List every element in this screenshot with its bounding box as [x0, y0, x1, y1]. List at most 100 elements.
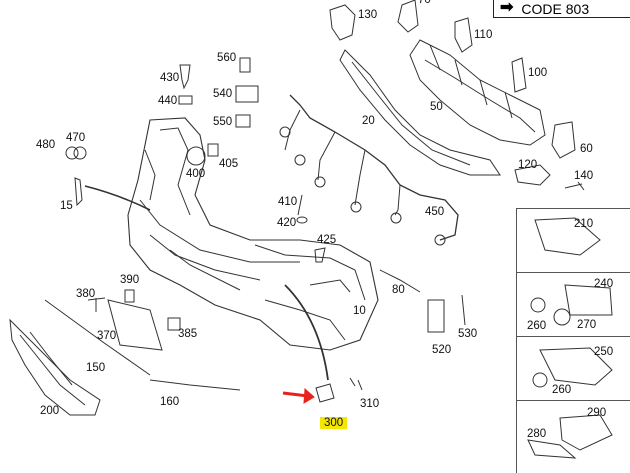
label-140[interactable]: 140: [574, 170, 594, 182]
part-385-clip: [167, 317, 181, 331]
label-530[interactable]: 530: [458, 328, 478, 340]
part-380-screw: [87, 297, 106, 312]
label-210[interactable]: 210: [574, 218, 594, 230]
part-80-trim: [379, 269, 421, 293]
label-440[interactable]: 440: [158, 95, 178, 107]
leader-line-300: [284, 284, 329, 381]
label-240[interactable]: 240: [594, 278, 614, 290]
leader-line-15: [84, 185, 151, 211]
bumper-bracket: [339, 49, 501, 176]
part-560-clip: [239, 57, 251, 73]
code-legend: ➡ CODE 803: [493, 0, 630, 18]
label-100[interactable]: 100: [528, 67, 548, 79]
part-260-fog-lamp-a: [530, 297, 546, 313]
part-110-clip: [454, 17, 473, 53]
label-270[interactable]: 270: [577, 319, 597, 331]
label-290[interactable]: 290: [587, 407, 607, 419]
sensor-connector-3: [314, 176, 326, 188]
label-425[interactable]: 425: [317, 234, 337, 246]
sensor-connector-2: [294, 154, 306, 166]
part-400-sensor: [186, 146, 206, 166]
sensor-connector-4: [350, 201, 362, 213]
part-60-bracket: [551, 121, 576, 159]
code-text: CODE 803: [521, 1, 590, 17]
label-410[interactable]: 410: [278, 196, 298, 208]
red-arrow-shaft: [282, 391, 309, 398]
label-420[interactable]: 420: [277, 217, 297, 229]
part-310-clip: [349, 377, 363, 391]
part-550-holder: [235, 114, 251, 128]
part-300-tow-cover: [315, 383, 335, 403]
part-200-grille: [9, 318, 101, 416]
part-290-grille: [559, 414, 613, 451]
part-410-screw: [297, 194, 303, 216]
arrow-icon: ➡: [500, 0, 514, 16]
label-150[interactable]: 150: [86, 362, 106, 374]
label-130[interactable]: 130: [358, 9, 378, 21]
label-280[interactable]: 280: [527, 428, 547, 440]
label-540[interactable]: 540: [213, 88, 233, 100]
part-405-clip: [207, 143, 219, 157]
part-540-sensor: [235, 85, 259, 103]
label-380[interactable]: 380: [76, 288, 96, 300]
grille-mesh: [19, 331, 86, 406]
part-440-nut: [178, 95, 193, 105]
label-260-a[interactable]: 260: [527, 320, 547, 332]
label-250[interactable]: 250: [594, 346, 614, 358]
label-430[interactable]: 430: [160, 72, 180, 84]
label-10[interactable]: 10: [353, 305, 366, 317]
part-425-clip: [314, 247, 326, 263]
label-400[interactable]: 400: [186, 168, 206, 180]
part-520-radar: [427, 299, 445, 333]
panel-fog-variant-3: [516, 336, 630, 401]
part-470-ring: [73, 146, 87, 160]
panel-fog-variant-2: [516, 272, 630, 337]
label-120[interactable]: 120: [518, 159, 538, 171]
label-70[interactable]: 70: [418, 0, 431, 6]
label-200[interactable]: 200: [40, 405, 60, 417]
part-150-strip: [44, 299, 151, 376]
label-20[interactable]: 20: [362, 115, 375, 127]
label-60[interactable]: 60: [580, 143, 593, 155]
part-120-clip: [514, 164, 551, 186]
bumper-cover: [127, 117, 379, 351]
label-260-b[interactable]: 260: [552, 384, 572, 396]
panel-fog-variant-1: [516, 208, 630, 273]
label-385[interactable]: 385: [178, 328, 198, 340]
sensor-connector-5: [390, 212, 402, 224]
part-15-cover: [74, 177, 83, 207]
part-530-bracket: [461, 294, 466, 326]
impact-absorber: [409, 39, 546, 146]
part-390-clip: [124, 289, 135, 303]
label-50[interactable]: 50: [430, 101, 443, 113]
part-100-clip: [511, 57, 527, 93]
part-420-washer: [296, 216, 308, 224]
label-300-highlighted[interactable]: 300: [320, 417, 348, 429]
label-15[interactable]: 15: [60, 200, 73, 212]
label-390[interactable]: 390: [120, 274, 140, 286]
part-370-plate-holder: [107, 299, 163, 351]
red-arrow-head: [303, 387, 315, 404]
label-550[interactable]: 550: [213, 116, 233, 128]
part-430-bolt: [179, 64, 191, 90]
part-480-sensor: [65, 146, 79, 160]
part-280-trim: [527, 439, 577, 459]
label-80[interactable]: 80: [392, 284, 405, 296]
label-470[interactable]: 470: [66, 132, 86, 144]
label-480[interactable]: 480: [36, 139, 56, 151]
part-250-fog-frame: [539, 347, 613, 386]
part-70-bracket: [397, 0, 419, 33]
label-160[interactable]: 160: [160, 396, 180, 408]
part-260-fog-lamp-b: [532, 372, 548, 388]
sensor-connector-6: [434, 234, 446, 246]
label-450[interactable]: 450: [425, 206, 445, 218]
label-110[interactable]: 110: [474, 29, 493, 41]
label-405[interactable]: 405: [219, 158, 239, 170]
sensor-connector-1: [279, 126, 291, 138]
label-520[interactable]: 520: [432, 344, 452, 356]
label-310[interactable]: 310: [360, 398, 380, 410]
label-370[interactable]: 370: [97, 330, 117, 342]
label-560[interactable]: 560: [217, 52, 237, 64]
